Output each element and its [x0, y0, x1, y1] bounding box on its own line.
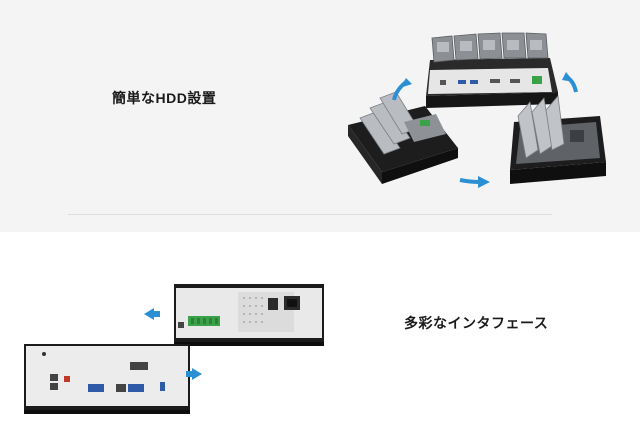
- nvr-open-top-unit: [426, 32, 558, 108]
- nvr-right-unit: [510, 95, 606, 184]
- nvr-left-unit: [348, 91, 458, 184]
- section-divider: [68, 214, 552, 215]
- rotate-arrow-icon: [392, 72, 578, 188]
- nvr-rear-panel-interfaces-illustration: [24, 284, 324, 414]
- hdd-installation-title: 簡単なHDD設置: [112, 90, 217, 106]
- nvr-rear-panel-upper: [174, 284, 324, 346]
- left-arrow-tail: [154, 311, 160, 317]
- right-arrow-icon: [192, 368, 202, 380]
- nvr-hdd-installation-illustration: [348, 32, 606, 188]
- right-arrow-tail: [186, 371, 192, 377]
- left-arrow-icon: [144, 308, 154, 320]
- interfaces-title: 多彩なインタフェース: [404, 315, 549, 331]
- nvr-rear-panel-lower: [24, 344, 190, 414]
